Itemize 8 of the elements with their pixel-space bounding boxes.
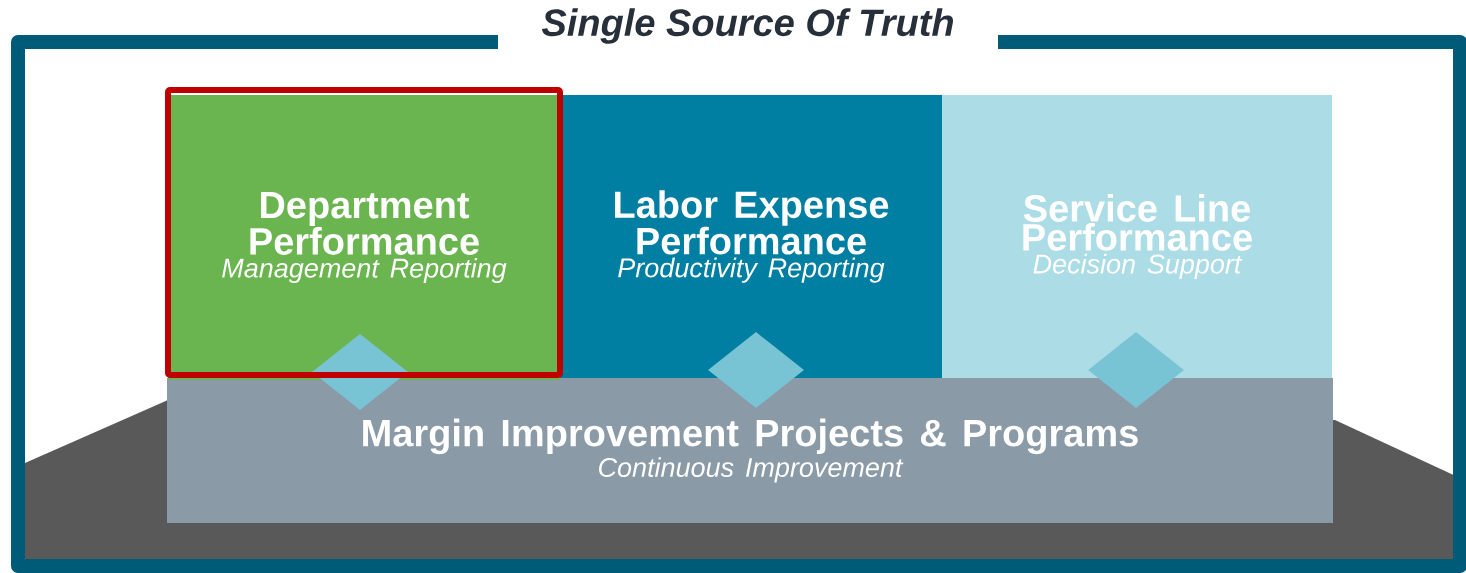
joint-diamond [1088, 332, 1184, 408]
pillar-box: Department Performance Management Reporting [168, 95, 560, 380]
band: Margin Improvement Projects & Programs Continuous Improvement [167, 378, 1333, 523]
joint-diamond [312, 334, 408, 410]
pillar-box: Service Line Performance Decision Support [942, 95, 1332, 378]
joint-diamond [708, 332, 804, 408]
title: Single Source Of Truth [541, 8, 953, 44]
pillar-box: Labor Expense Performance Productivity Reporting [560, 95, 942, 378]
